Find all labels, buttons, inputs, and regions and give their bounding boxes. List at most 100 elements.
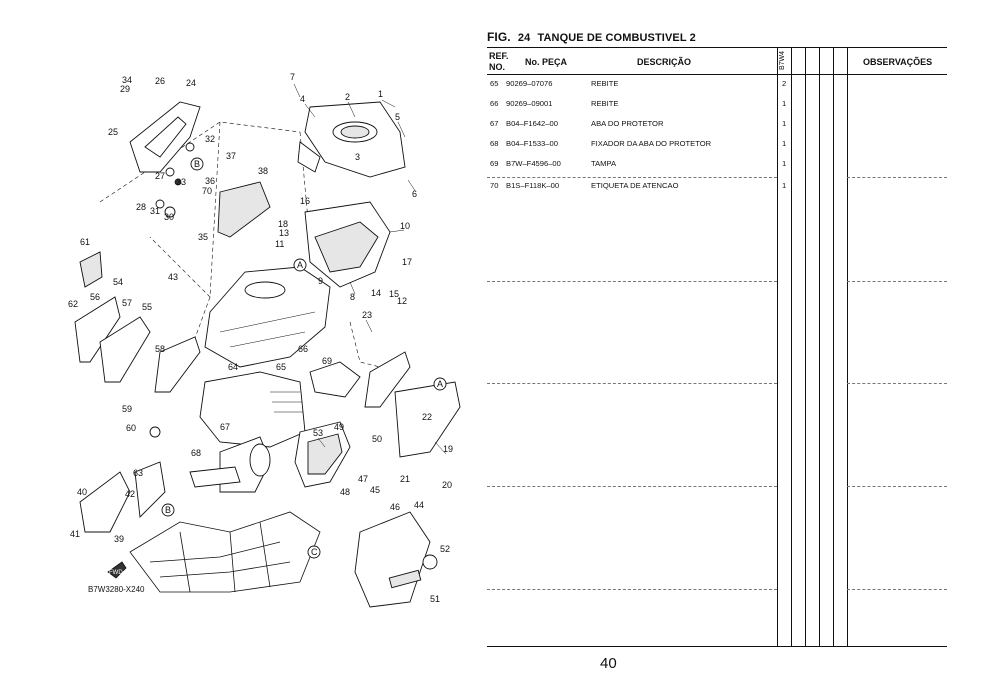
callout-19: 19: [443, 444, 453, 454]
row-separator: [487, 589, 777, 590]
callout-66: 66: [298, 344, 308, 354]
callout-21: 21: [400, 474, 410, 484]
callout-39: 39: [114, 534, 124, 544]
callout-48: 48: [340, 487, 350, 497]
row-qty: 1: [782, 159, 787, 168]
row-separator: [487, 486, 777, 487]
table-header: REF. NO. No. PEÇA DESCRIÇÃO B7W4 OBSERVA…: [487, 47, 947, 75]
callout-44: 44: [414, 500, 424, 510]
callout-4: 4: [300, 94, 305, 104]
row-ref: 68: [490, 139, 499, 148]
callout-34: 34: [122, 75, 132, 85]
callout-42: 42: [125, 489, 135, 499]
ref-circle-b-top: B: [190, 157, 204, 171]
callout-8: 8: [350, 292, 355, 302]
ref-circle-c: C: [307, 545, 321, 559]
callout-28: 28: [136, 202, 146, 212]
table-row: 66 90269–09001 REBITE 1: [487, 95, 947, 113]
ref-a-label-2: A: [437, 379, 443, 389]
row-ref: 65: [490, 79, 499, 88]
callout-62: 62: [68, 299, 78, 309]
table-row: 69 B7W–F4596–00 TAMPA 1: [487, 155, 947, 173]
callout-11: 11: [275, 239, 284, 249]
callout-36: 36: [205, 176, 215, 186]
figure-title: FIG. 24 TANQUE DE COMBUSTIVEL 2: [487, 30, 696, 44]
callout-27: 27: [155, 171, 165, 181]
callout-63: 63: [133, 468, 143, 478]
diagram-svg: FWD A A B B C 1 2 3 4 5 6: [68, 72, 461, 608]
callout-20: 20: [442, 480, 452, 490]
row-part-no: B7W–F4596–00: [506, 159, 561, 168]
callout-31: 31: [150, 206, 160, 216]
callout-60: 60: [126, 423, 136, 433]
callout-43: 43: [168, 272, 178, 282]
row-desc: ETIQUETA DE ATENCAO: [591, 181, 679, 190]
callout-23: 23: [362, 310, 372, 320]
callout-7: 7: [290, 72, 295, 82]
callout-33: 33: [176, 177, 186, 187]
header-part-no: No. PEÇA: [525, 57, 568, 67]
diagram-code: B7W3280-X240: [88, 585, 145, 594]
row-desc: ABA DO PROTETOR: [591, 119, 664, 128]
callout-67: 67: [220, 422, 230, 432]
callout-37: 37: [226, 151, 236, 161]
callout-25: 25: [108, 127, 118, 137]
row-ref: 70: [490, 181, 499, 190]
callout-68: 68: [191, 448, 201, 458]
row-desc: REBITE: [591, 79, 619, 88]
callout-38: 38: [258, 166, 268, 176]
col-divider: [819, 47, 820, 647]
ref-c-label: C: [311, 547, 318, 557]
ref-b-label-2: B: [165, 505, 171, 515]
col-divider: [805, 47, 806, 647]
callout-6: 6: [412, 189, 417, 199]
row-ref: 66: [490, 99, 499, 108]
callout-52: 52: [440, 544, 450, 554]
callout-18: 18: [278, 219, 288, 229]
callout-57: 57: [122, 298, 132, 308]
callout-15: 15: [389, 289, 399, 299]
row-separator: [847, 281, 947, 282]
callout-61: 61: [80, 237, 90, 247]
fwd-arrow-icon: FWD: [107, 561, 127, 579]
row-separator: [487, 281, 777, 282]
callout-59: 59: [122, 404, 132, 414]
header-model: B7W4: [779, 50, 786, 70]
callout-45: 45: [370, 485, 380, 495]
ref-circle-a-right: A: [433, 377, 447, 391]
callout-69: 69: [322, 356, 332, 366]
col-divider: [791, 47, 792, 647]
callout-12: 12: [397, 296, 407, 306]
row-ref: 67: [490, 119, 499, 128]
row-ref: 69: [490, 159, 499, 168]
callout-70: 70: [202, 186, 212, 196]
row-separator: [847, 177, 947, 178]
row-qty: 1: [782, 181, 787, 190]
row-qty: 2: [782, 79, 787, 88]
header-ref: REF.: [489, 51, 509, 61]
callout-22: 22: [422, 412, 432, 422]
callout-14: 14: [371, 288, 381, 298]
figure-number: 24: [517, 32, 531, 44]
callout-64: 64: [228, 362, 238, 372]
row-desc: REBITE: [591, 99, 619, 108]
callout-10: 10: [400, 221, 410, 231]
callout-54: 54: [113, 277, 123, 287]
callout-49: 49: [334, 422, 344, 432]
row-separator: [847, 486, 947, 487]
callout-53: 53: [313, 428, 323, 438]
row-part-no: 90269–09001: [506, 99, 553, 108]
table-row: 68 B04–F1533–00 FIXADOR DA ABA DO PROTET…: [487, 135, 947, 153]
parts-table: REF. NO. No. PEÇA DESCRIÇÃO B7W4 OBSERVA…: [487, 47, 947, 647]
row-qty: 1: [782, 119, 787, 128]
callout-32: 32: [205, 134, 215, 144]
callout-3: 3: [355, 152, 360, 162]
callout-30: 30: [164, 212, 174, 222]
ref-circle-a-top: A: [293, 258, 307, 272]
ref-circle-b-bottom: B: [161, 503, 175, 517]
row-desc: TAMPA: [591, 159, 617, 168]
fwd-label: FWD: [109, 570, 123, 576]
callout-50: 50: [372, 434, 382, 444]
callout-9: 9: [318, 276, 323, 286]
callout-51: 51: [430, 594, 440, 604]
